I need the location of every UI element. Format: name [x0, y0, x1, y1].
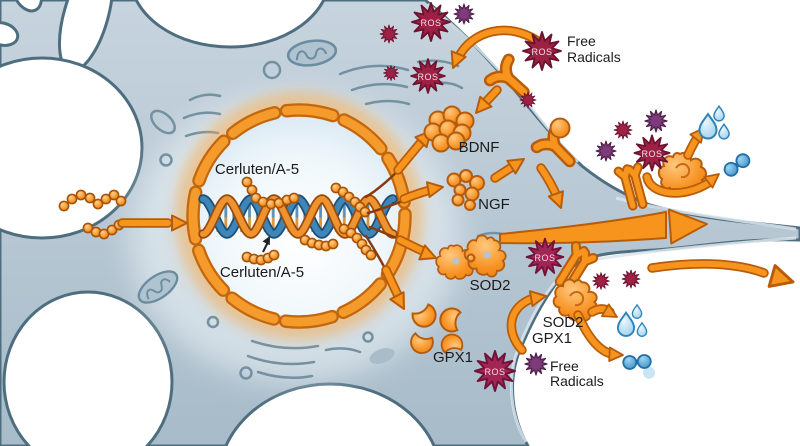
transcription-arrows — [364, 124, 446, 314]
pointer-arrow-icon — [262, 234, 274, 253]
ros-star-labeled: ROS — [522, 31, 562, 71]
label-ngf: NGF — [478, 196, 510, 213]
vesicle-icon — [159, 60, 374, 380]
organelle-bean-icon — [150, 109, 176, 135]
background-gap-corner-b — [0, 21, 20, 47]
label-gpx1-outer: GPX1 — [532, 330, 572, 347]
background-gap-left — [0, 56, 144, 240]
svg-text:Free: Free — [550, 358, 579, 374]
nuclear-envelope — [186, 103, 412, 329]
sod2-protein — [435, 227, 515, 284]
ros-text: ROS — [531, 47, 552, 57]
ros-star-labeled: ROS — [525, 237, 565, 277]
label-bdnf: BDNF — [459, 139, 500, 156]
label-free-radicals-bottom: Free Radicals — [550, 358, 604, 389]
background-gap-corner-a — [10, 0, 44, 13]
water-droplets-icon — [698, 105, 730, 140]
enzyme-blob — [546, 271, 606, 329]
water-droplets-icon — [616, 304, 648, 337]
output-arrow — [647, 259, 798, 294]
ros-star-labeled: ROS — [410, 58, 446, 94]
label-sod2-inner: SOD2 — [470, 277, 511, 294]
ros-text: ROS — [484, 367, 505, 377]
reaction-arrows-top — [642, 122, 725, 198]
background-gap-bottom-left — [2, 290, 174, 446]
peptide-chain — [241, 176, 377, 266]
entry-arrow — [117, 214, 188, 232]
svg-text:Free: Free — [567, 33, 596, 49]
signal-arrows — [445, 25, 570, 355]
label-free-radicals-top: Free Radicals — [567, 33, 621, 65]
ros-star-labeled: ROS — [411, 2, 451, 42]
ngf-protein — [446, 169, 485, 211]
ros-star-labeled: ROS — [633, 134, 671, 172]
label-cerluten-top: Cerluten/A-5 — [215, 161, 299, 178]
svg-text:Radicals: Radicals — [567, 49, 621, 65]
label-sod2-outer: SOD2 — [543, 314, 584, 331]
ros-text: ROS — [534, 253, 555, 263]
bdnf-protein — [423, 105, 475, 153]
ros-text: ROS — [417, 72, 438, 82]
organelle-bean-icon — [369, 348, 395, 364]
oxygen-molecule-icon — [723, 153, 751, 177]
ros-star-labeled: ROS — [474, 350, 516, 392]
ros-text: ROS — [641, 149, 662, 159]
reaction-arrows-bottom — [573, 303, 625, 363]
enzyme-blob — [657, 151, 708, 195]
background-gap-top — [134, 0, 326, 49]
label-gpx1-inner: GPX1 — [433, 349, 473, 366]
oxygen-molecule-icon — [622, 354, 656, 379]
organelles — [132, 36, 608, 380]
label-cerluten-bottom: Cerluten/A-5 — [220, 264, 304, 281]
receptor-with-ligand-icon — [537, 117, 580, 171]
ros-text: ROS — [420, 18, 441, 28]
background-gap-bottom — [224, 382, 436, 446]
endoplasmic-reticulum-icon — [182, 59, 608, 380]
svg-text:Radicals: Radicals — [550, 373, 604, 389]
